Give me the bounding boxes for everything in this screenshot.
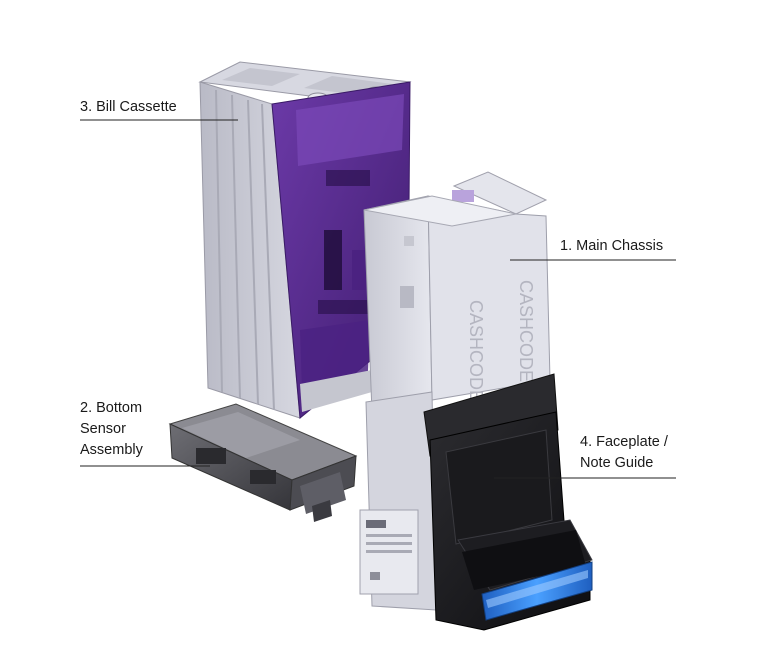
label-bill-cassette: 3. Bill Cassette [80,99,177,115]
label-bottom-sensor-line2: Sensor [80,421,126,437]
label-bottom-sensor-line1: 2. Bottom [80,400,143,416]
bottom-sensor-assembly [168,403,358,522]
faceplate-note-guide [423,373,593,631]
label-main-chassis: 1. Main Chassis [560,238,664,254]
label-bottom-sensor-line3: Assembly [80,442,143,458]
label-faceplate-line1: 4. Faceplate / [580,434,668,450]
label-faceplate-line2: Note Guide [580,455,654,471]
svg-text:CASHCODE: CASHCODE [516,280,536,382]
svg-text:CASHCODE: CASHCODE [466,300,486,402]
main-chassis: CASHCODE CASHCODE [359,171,551,611]
